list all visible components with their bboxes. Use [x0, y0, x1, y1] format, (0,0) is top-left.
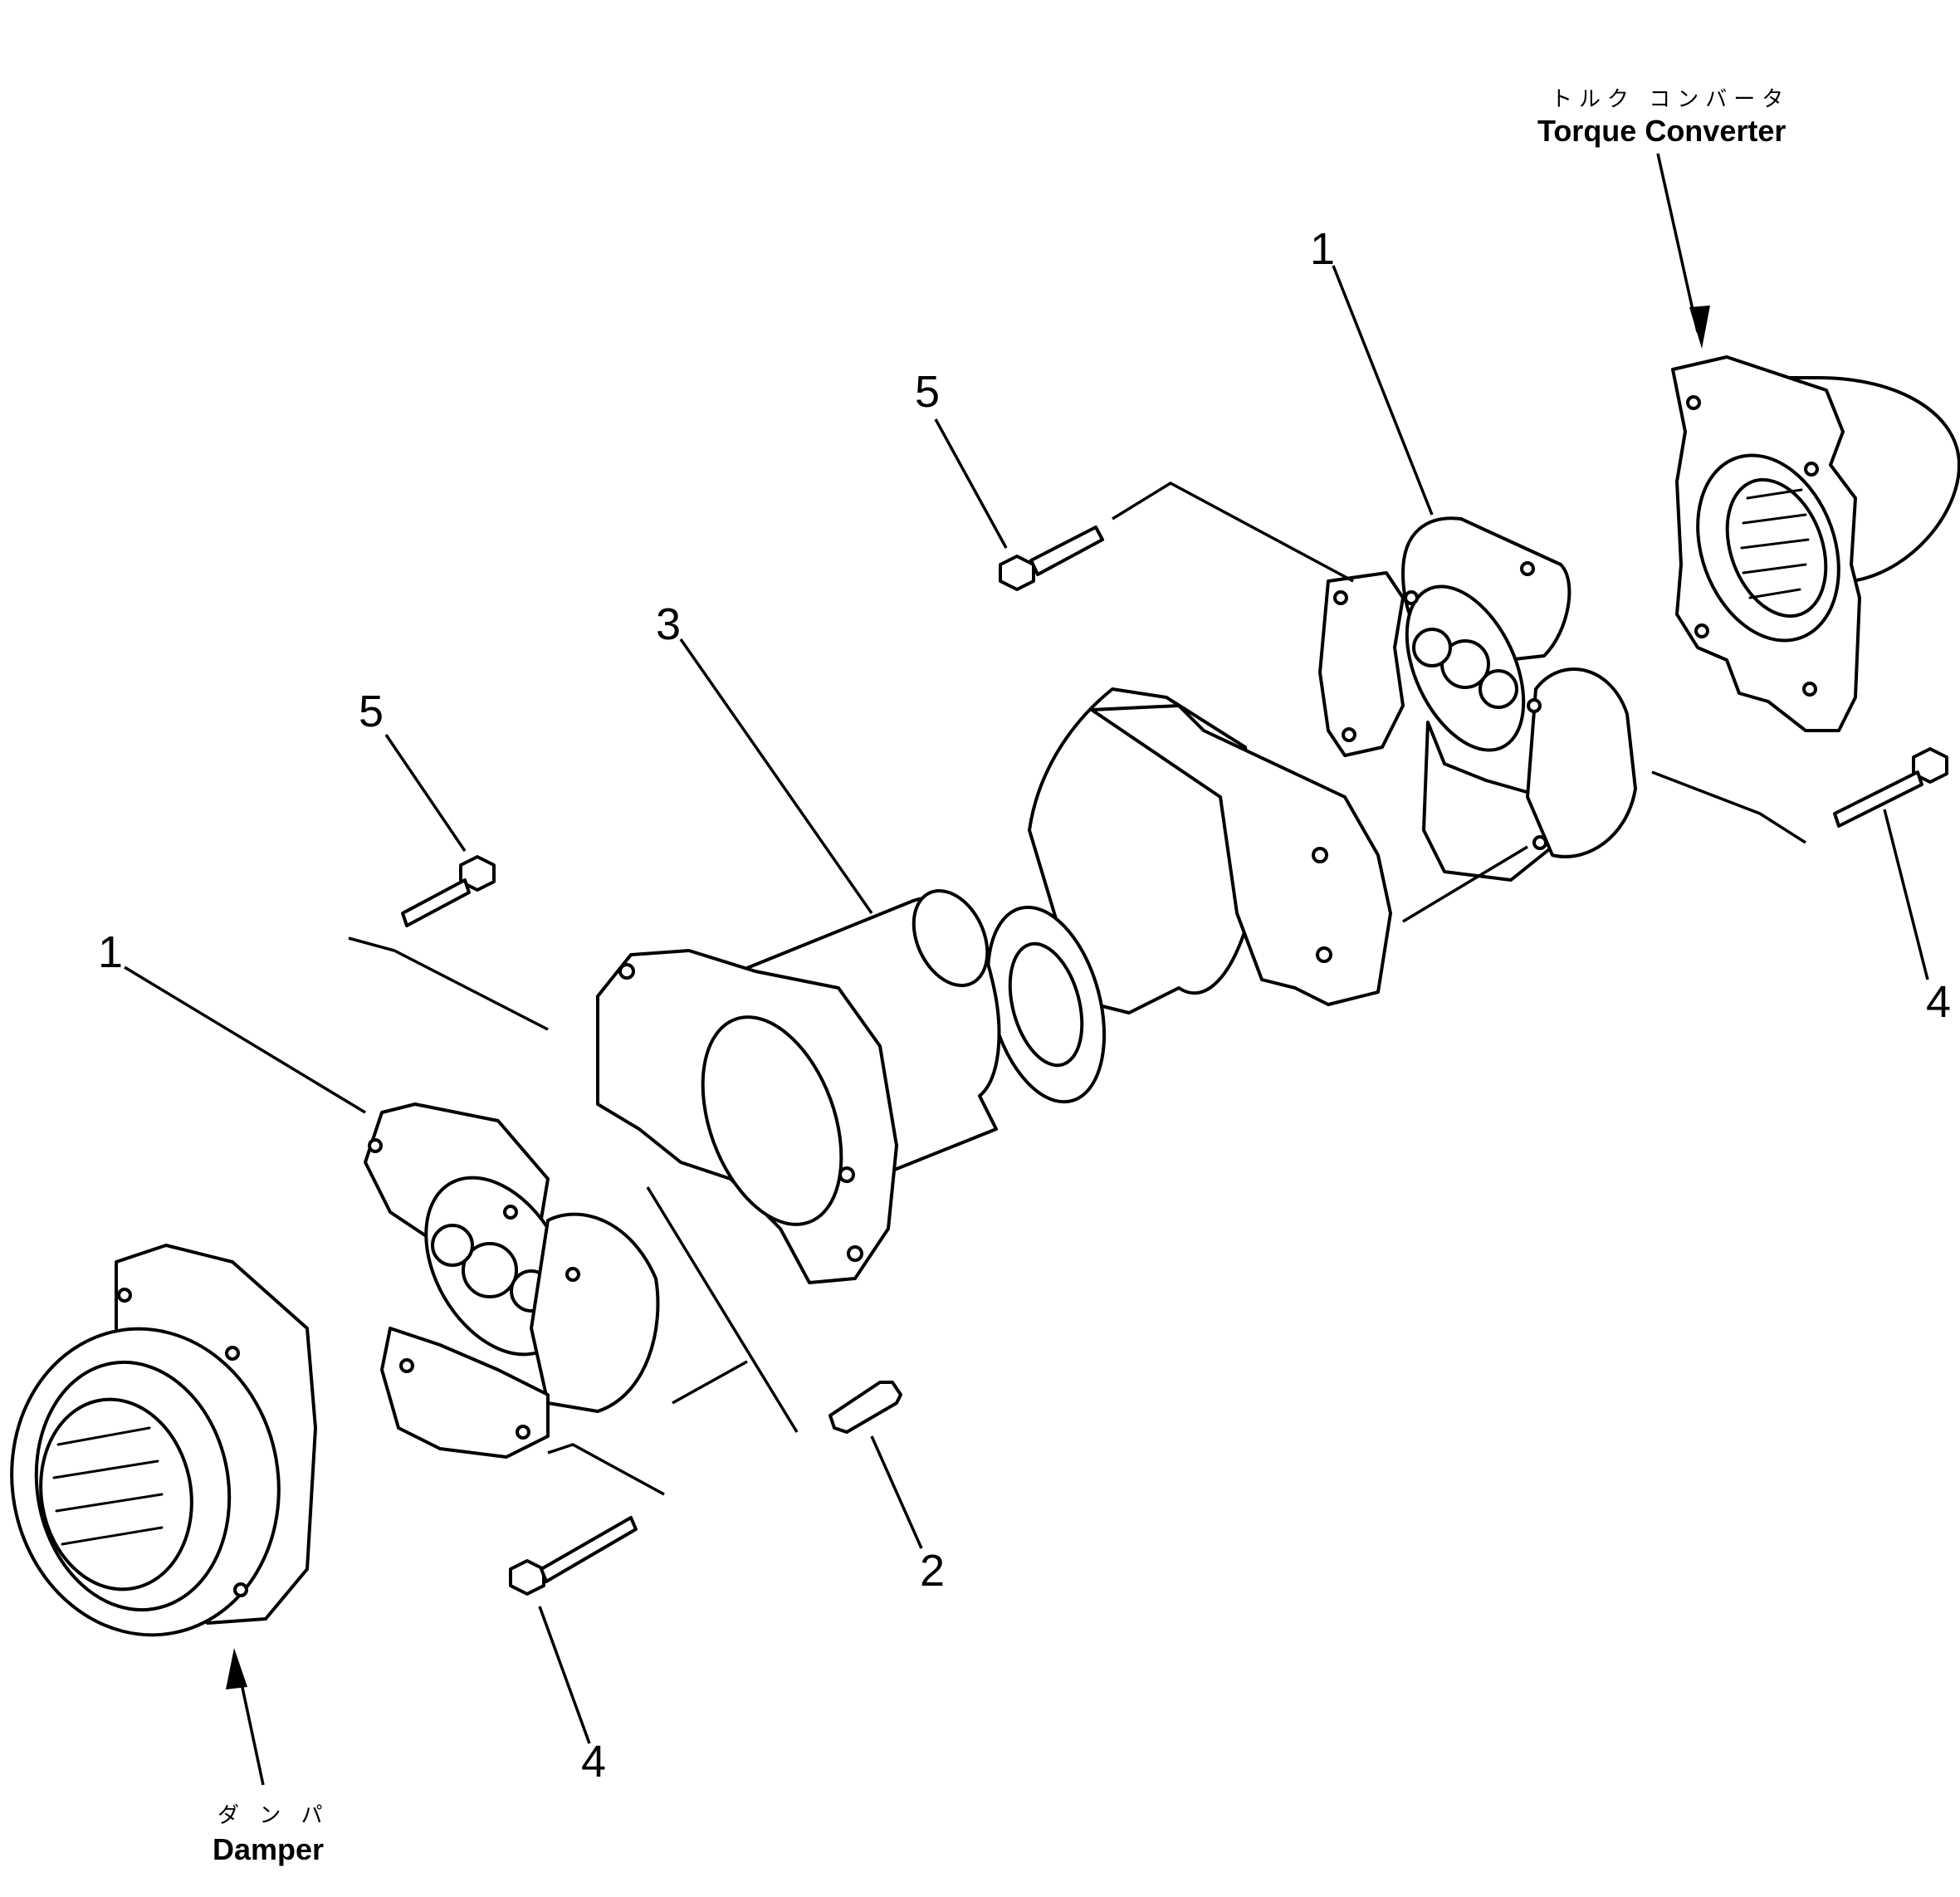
callout-3: 3 — [656, 599, 681, 649]
tube-yoke — [596, 949, 898, 1284]
callout-5-left: 5 — [359, 687, 384, 736]
torque-converter-jp-label: トルク コンバータ — [1551, 87, 1790, 112]
torque-converter-arrow — [1656, 153, 1710, 349]
cross-joint-bottom — [364, 1103, 660, 1459]
callout-4-left: 4 — [581, 1737, 606, 1787]
bolt-long-right — [1833, 747, 1948, 828]
callout-2: 2 — [920, 1546, 945, 1596]
callout-leaders — [124, 265, 1929, 1744]
callout-5-top: 5 — [915, 367, 940, 417]
callout-4-right: 4 — [1926, 977, 1951, 1027]
cross-joint-top — [1318, 516, 1637, 882]
callout-1-bottom: 1 — [98, 927, 123, 977]
callout-1-top: 1 — [1310, 224, 1335, 274]
torque-converter-flange — [1671, 355, 1960, 732]
assembly-lines — [348, 481, 1806, 1496]
torque-converter-label: Torque Converter — [1537, 114, 1786, 148]
damper-flange — [10, 1244, 317, 1637]
slip-yoke — [985, 687, 1392, 1104]
damper-label: Damper — [213, 1832, 324, 1866]
grease-fitting — [828, 1381, 902, 1434]
bolt-long-left — [509, 1516, 638, 1596]
bolt-short-top — [999, 526, 1104, 591]
bolt-short-left — [401, 855, 496, 927]
damper-arrow — [226, 1648, 265, 1786]
damper-jp-label: ダ ン パ — [218, 1803, 330, 1828]
